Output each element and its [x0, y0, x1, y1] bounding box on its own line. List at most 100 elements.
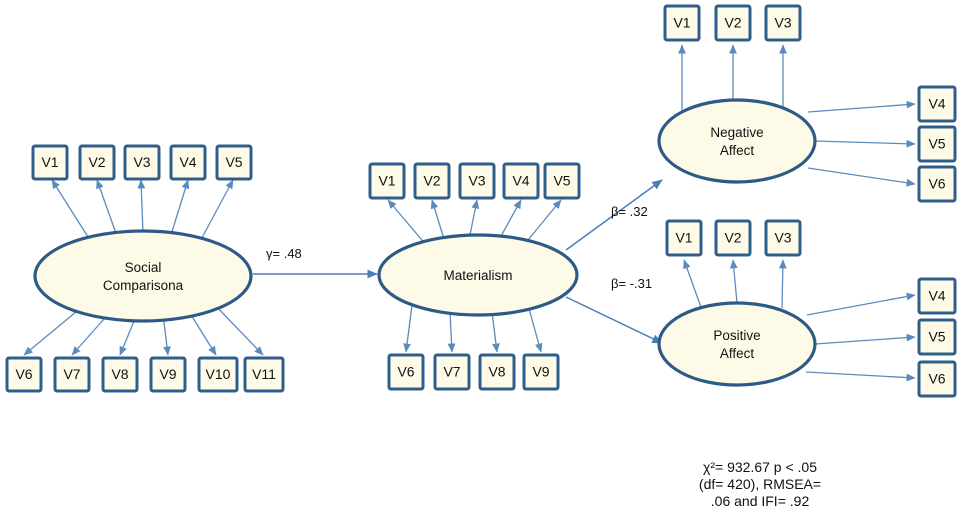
structural-path-gamma: γ= .48 [253, 246, 378, 279]
indicator-box [413, 162, 451, 200]
positive-affect-right-loadings [805, 292, 916, 382]
negative-affect-right-loadings [807, 100, 916, 187]
indicator-label: V1 [41, 154, 58, 170]
indicator-box [764, 4, 802, 42]
latent-label-line1: Materialism [443, 268, 512, 283]
indicator-label: V6 [928, 176, 945, 192]
indicator-box [663, 4, 701, 42]
model-fit-statistics: χ²= 932.67 p < .05 (df= 420), RMSEA= .06… [699, 459, 821, 509]
positive-affect-top-indicator-boxes: V1 V2 V3 [665, 219, 802, 257]
structural-path-beta-positive: β= -.31 [565, 276, 663, 344]
latent-label-line2: Affect [720, 346, 755, 361]
indicator-label: V7 [443, 364, 460, 380]
indicator-label: V5 [225, 154, 242, 170]
social-comparison-top-indicator-boxes: V1 V2 V3 V4 V5 [31, 144, 253, 181]
indicator-box [917, 85, 957, 123]
indicator-label: V3 [774, 230, 791, 246]
latent-label-line1: Social [125, 260, 162, 275]
latent-materialism[interactable]: Materialism [377, 233, 579, 317]
indicator-label: V8 [488, 364, 505, 380]
latent-label-line2: Affect [720, 143, 755, 158]
indicator-box [149, 356, 187, 393]
indicator-box [917, 125, 957, 163]
indicator-label: V1 [675, 230, 692, 246]
indicator-box [917, 318, 957, 356]
materialism-top-indicator-boxes: V1 V2 V3 V4 V5 [368, 162, 581, 200]
negative-affect-right-indicator-boxes: V4 V5 V6 [917, 85, 957, 203]
negative-affect-top-indicator-boxes: V1 V2 V3 [663, 4, 802, 42]
latent-negative-affect[interactable]: Negative Affect [657, 98, 817, 184]
indicator-label: V6 [928, 371, 945, 387]
indicator-label: V2 [724, 230, 741, 246]
indicator-label: V7 [63, 366, 80, 382]
indicator-box [917, 360, 957, 398]
fit-stat-line-2: (df= 420), RMSEA= [699, 476, 821, 492]
indicator-box [78, 144, 116, 181]
indicator-label: V6 [15, 366, 32, 382]
social-comparison-bottom-indicator-boxes: V6 V7 V8 V9 V10 V11 [5, 356, 285, 393]
indicator-label: V9 [159, 366, 176, 382]
indicator-box [917, 165, 957, 203]
indicator-label: V4 [512, 173, 529, 189]
indicator-label: V1 [378, 173, 395, 189]
latent-label-line1: Negative [710, 125, 763, 140]
indicator-box [368, 162, 406, 200]
indicator-label: V10 [206, 366, 231, 382]
indicator-label: V9 [532, 364, 549, 380]
structural-path-beta-negative: β= .32 [565, 179, 663, 251]
indicator-box [197, 356, 239, 393]
materialism-bottom-indicator-boxes: V6 V7 V8 V9 [387, 353, 560, 391]
negative-affect-top-loadings [678, 44, 787, 110]
beta-positive-coefficient-label: β= .32 [611, 204, 648, 219]
indicator-label: V4 [928, 288, 945, 304]
indicator-label: V3 [133, 154, 150, 170]
indicator-box [764, 219, 802, 257]
indicator-label: V8 [111, 366, 128, 382]
indicator-box [714, 219, 752, 257]
indicator-box [387, 353, 425, 391]
indicator-label: V5 [928, 136, 945, 152]
latent-positive-affect[interactable]: Positive Affect [657, 301, 817, 387]
gamma-coefficient-label: γ= .48 [266, 246, 302, 261]
materialism-bottom-loadings [403, 304, 543, 353]
indicator-box [123, 144, 161, 181]
indicator-label: V2 [88, 154, 105, 170]
indicator-box [101, 356, 139, 393]
indicator-box [665, 219, 703, 257]
indicator-label: V11 [252, 366, 276, 382]
positive-affect-right-indicator-boxes: V4 V5 V6 [917, 277, 957, 398]
indicator-box [169, 144, 207, 181]
indicator-label: V3 [774, 15, 791, 31]
indicator-label: V3 [468, 173, 485, 189]
latent-ellipse [377, 233, 579, 317]
indicator-box [31, 144, 69, 181]
latent-ellipse [33, 229, 253, 323]
indicator-box [5, 356, 43, 393]
indicator-box [478, 353, 516, 391]
indicator-box [433, 353, 471, 391]
latent-ellipse [657, 301, 817, 387]
fit-stat-line-1: χ²= 932.67 p < .05 [703, 459, 817, 475]
fit-stat-line-3: .06 and IFI= .92 [711, 493, 810, 509]
beta-negative-coefficient-label: β= -.31 [611, 276, 652, 291]
indicator-box [714, 4, 752, 42]
social-comparison-top-loadings [51, 179, 234, 249]
latent-ellipse [657, 98, 817, 184]
indicator-label: V2 [423, 173, 440, 189]
positive-affect-top-loadings [683, 259, 787, 311]
latent-label-line1: Positive [713, 328, 760, 343]
indicator-label: V2 [724, 15, 741, 31]
latent-social-comparison[interactable]: Social Comparisona [33, 229, 253, 323]
materialism-top-loadings [387, 199, 562, 247]
indicator-label: V4 [928, 96, 945, 112]
indicator-box [243, 356, 285, 393]
indicator-box [543, 162, 581, 200]
indicator-label: V4 [179, 154, 196, 170]
indicator-box [215, 144, 253, 181]
indicator-label: V5 [553, 173, 570, 189]
indicator-box [458, 162, 496, 200]
indicator-box [502, 162, 540, 200]
indicator-box [53, 356, 91, 393]
